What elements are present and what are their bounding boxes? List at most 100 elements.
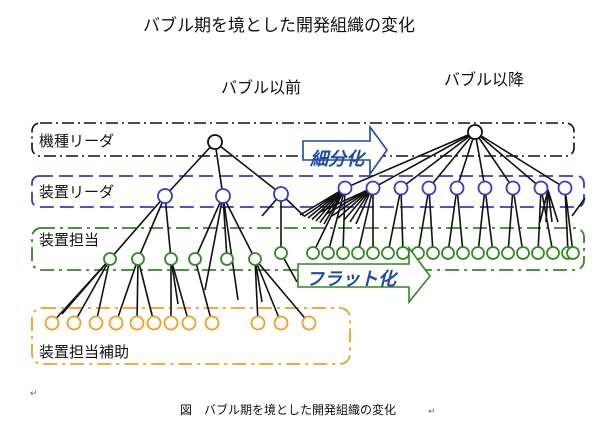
tree-edge bbox=[254, 258, 263, 303]
tree-edge bbox=[512, 187, 524, 254]
tree-edge bbox=[164, 195, 172, 260]
device-assistant-node bbox=[181, 315, 197, 331]
leader-node bbox=[467, 124, 483, 140]
tree-edge bbox=[204, 195, 224, 291]
flatten-callout: フラット化 bbox=[297, 245, 432, 305]
tree-edge bbox=[400, 131, 476, 189]
device-staff-node bbox=[188, 252, 202, 266]
device-staff-node bbox=[248, 252, 262, 266]
device-staff-node bbox=[306, 246, 320, 260]
device-staff-node bbox=[531, 246, 545, 260]
device-leader-node bbox=[157, 188, 173, 204]
tree-edge bbox=[73, 258, 111, 324]
tree-edge bbox=[222, 195, 228, 260]
tree-edge bbox=[254, 258, 282, 324]
tree-edge bbox=[170, 258, 190, 324]
device-leader-node bbox=[273, 186, 289, 202]
subdivide-callout: 細分化 bbox=[302, 124, 388, 177]
device-assistant-node bbox=[129, 315, 145, 331]
tree-edge bbox=[194, 195, 224, 260]
tree-edge bbox=[325, 187, 373, 215]
tree-edge bbox=[545, 189, 549, 223]
device-leader-node bbox=[215, 188, 231, 204]
tree-edge bbox=[337, 187, 373, 219]
tree-edge bbox=[170, 258, 179, 305]
band-device-staff bbox=[31, 227, 585, 271]
device-staff-node bbox=[486, 246, 500, 260]
device-staff-node bbox=[220, 252, 234, 266]
device-staff-node bbox=[566, 246, 580, 260]
tree-edge bbox=[61, 258, 111, 315]
tree-edge bbox=[194, 258, 213, 324]
tree-edge bbox=[474, 131, 486, 189]
tree-edges bbox=[51, 131, 586, 324]
tree-edge bbox=[564, 187, 574, 254]
device-staff-node bbox=[381, 246, 395, 260]
tree-nodes bbox=[44, 124, 580, 331]
tree-edge bbox=[254, 258, 310, 324]
tree-edge bbox=[312, 187, 346, 254]
tree-edge bbox=[222, 195, 239, 301]
tree-edge bbox=[327, 187, 346, 254]
device-assistant-node bbox=[273, 315, 289, 331]
flatten-label: フラット化 bbox=[306, 269, 399, 290]
tree-edge bbox=[400, 187, 404, 254]
tree-edge bbox=[342, 187, 346, 254]
device-leader-node bbox=[393, 180, 409, 196]
device-staff-node bbox=[103, 252, 117, 266]
tree-edge bbox=[477, 187, 486, 254]
device-staff-node bbox=[546, 246, 560, 260]
subdivide-label: 細分化 bbox=[309, 149, 367, 170]
tree-edge bbox=[539, 189, 549, 223]
tree-edge bbox=[214, 141, 224, 197]
figure-caption: 図 バブル期を境とした開発組織の変化 bbox=[180, 402, 396, 417]
tree-edge bbox=[547, 189, 559, 223]
tree-edge bbox=[564, 187, 569, 254]
device-staff-node bbox=[471, 246, 485, 260]
device-leader-node bbox=[365, 180, 381, 196]
tree-edge bbox=[447, 187, 458, 254]
column-heading-after: バブル以降 bbox=[444, 70, 524, 89]
device-staff-node bbox=[501, 246, 515, 260]
device-assistant-node bbox=[204, 315, 220, 331]
tree-edge bbox=[331, 187, 373, 217]
tree-edge bbox=[137, 195, 166, 260]
band-label-device-assistant: 装置担当補助 bbox=[39, 343, 129, 361]
tree-edge bbox=[109, 195, 166, 260]
flatten-arrow-shape bbox=[297, 245, 432, 305]
band-device-assistant bbox=[31, 307, 351, 365]
device-assistant-node bbox=[250, 315, 266, 331]
tree-edge bbox=[456, 187, 464, 254]
tree-edge bbox=[484, 187, 494, 254]
tree-edge bbox=[164, 141, 216, 197]
device-assistant-node bbox=[301, 315, 317, 331]
column-heading-before: バブル以前 bbox=[221, 78, 301, 97]
tree-edge bbox=[474, 131, 514, 189]
device-assistant-node bbox=[146, 315, 162, 331]
device-assistant-node bbox=[163, 315, 179, 331]
device-staff-node bbox=[366, 246, 380, 260]
leader-node bbox=[207, 134, 223, 150]
device-assistant-node bbox=[108, 315, 124, 331]
tree-edge bbox=[214, 141, 282, 195]
device-staff-node bbox=[351, 246, 365, 260]
tree-edge bbox=[547, 189, 553, 223]
band-label-leader: 機種リーダ bbox=[39, 132, 114, 150]
device-staff-node bbox=[321, 246, 335, 260]
tree-edge bbox=[474, 131, 566, 189]
band-device-leader bbox=[31, 175, 585, 208]
tree-edge bbox=[387, 187, 402, 254]
tree-edge bbox=[417, 187, 430, 254]
device-assistant-node bbox=[44, 315, 60, 331]
tree-edge bbox=[357, 187, 374, 254]
tree-edge bbox=[428, 187, 434, 254]
tree-edge bbox=[95, 258, 111, 324]
tree-edge bbox=[372, 131, 476, 189]
tree-edge bbox=[507, 187, 514, 254]
tree-edge bbox=[222, 195, 256, 260]
caption-return-mark: ↵ bbox=[428, 407, 436, 417]
band-label-device-leader: 装置リーダ bbox=[39, 183, 114, 201]
device-leader-node bbox=[505, 180, 521, 196]
device-staff-node bbox=[396, 246, 410, 260]
